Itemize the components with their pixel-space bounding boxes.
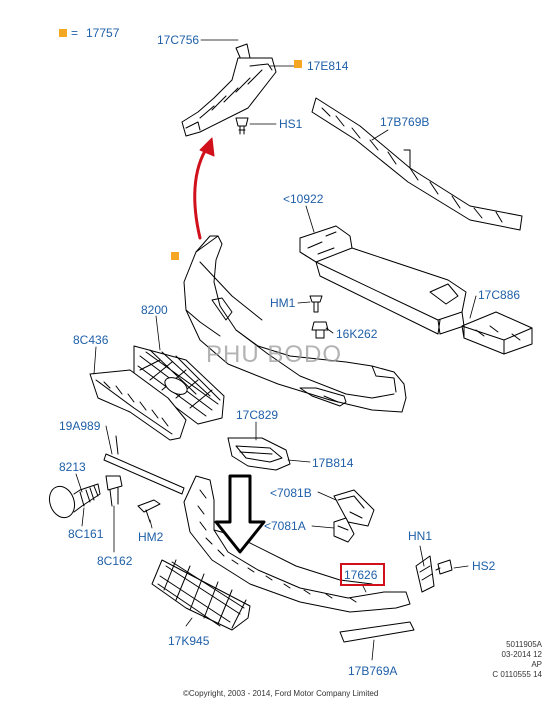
part-label[interactable]: 17B769A: [348, 664, 398, 678]
meta-line: AP: [531, 660, 542, 669]
screw-hs1: [235, 117, 249, 135]
pin-hm1: [309, 295, 323, 313]
meta-line: C 0110555 14: [492, 670, 542, 679]
part-label[interactable]: HN1: [408, 529, 433, 543]
part-label[interactable]: <10922: [283, 192, 324, 206]
part-label[interactable]: 19A989: [59, 419, 101, 433]
lower-strip: [339, 621, 415, 643]
screw-hm2: [137, 499, 161, 523]
part-label[interactable]: 8213: [59, 460, 86, 474]
part-label[interactable]: 17C756: [157, 33, 200, 47]
absorber-block: [461, 311, 533, 355]
part-label[interactable]: 8C161: [68, 527, 104, 541]
part-label[interactable]: <7081A: [264, 519, 306, 533]
lower-grille: [151, 559, 251, 631]
red-arrow: [193, 137, 215, 240]
bumper-cover: [183, 235, 407, 413]
watermark: PHU BODO: [206, 341, 343, 368]
part-label[interactable]: 17B769B: [380, 115, 430, 129]
part-label[interactable]: 8C162: [97, 554, 133, 568]
upper-bracket: [181, 43, 277, 137]
meta-line: 5011905A: [506, 640, 542, 649]
trim-strip: [103, 435, 185, 495]
legend-equals: =: [71, 26, 79, 40]
part-label[interactable]: 8200: [141, 303, 168, 317]
bracket-7081a: [333, 517, 355, 543]
part-label[interactable]: HS2: [472, 559, 496, 573]
upper-grille: [133, 345, 225, 425]
leader-lines: [75, 39, 477, 661]
meta-line: 03-2014 12: [501, 650, 542, 659]
bumper-reinforcement: [299, 225, 467, 335]
drawing-meta: 5011905A 03-2014 12 AP C 0110555 14: [452, 640, 542, 680]
part-label[interactable]: 17C829: [236, 408, 279, 422]
fog-lamp: [48, 483, 101, 519]
part-label[interactable]: HM2: [138, 530, 164, 544]
copyright: ©Copyright, 2003 - 2014, Ford Motor Comp…: [183, 689, 379, 698]
part-label[interactable]: 17C886: [478, 288, 521, 302]
legend-code: 17757: [86, 26, 120, 40]
grille-surround: [89, 369, 187, 441]
highlight-box: [340, 563, 385, 586]
nut-8c162: [105, 475, 123, 507]
legend-marker: [59, 29, 67, 37]
part-label[interactable]: HM1: [270, 296, 296, 310]
bracket-hn1: [415, 555, 435, 593]
down-arrow: [214, 474, 266, 554]
clip-16k262: [311, 321, 329, 339]
screw-hs2: [435, 559, 453, 575]
part-label[interactable]: 17K945: [168, 634, 210, 648]
part-label[interactable]: 16K262: [336, 327, 378, 341]
part-label[interactable]: HS1: [279, 117, 303, 131]
upper-beam: [311, 97, 523, 231]
part-label[interactable]: 8C436: [73, 333, 109, 347]
part-label-highlighted[interactable]: 17626: [344, 568, 378, 582]
part-label[interactable]: 17E814: [307, 59, 349, 73]
fog-lamp-bezel: [227, 437, 291, 471]
part-label[interactable]: 17B814: [312, 456, 354, 470]
part-label[interactable]: <7081B: [270, 486, 312, 500]
